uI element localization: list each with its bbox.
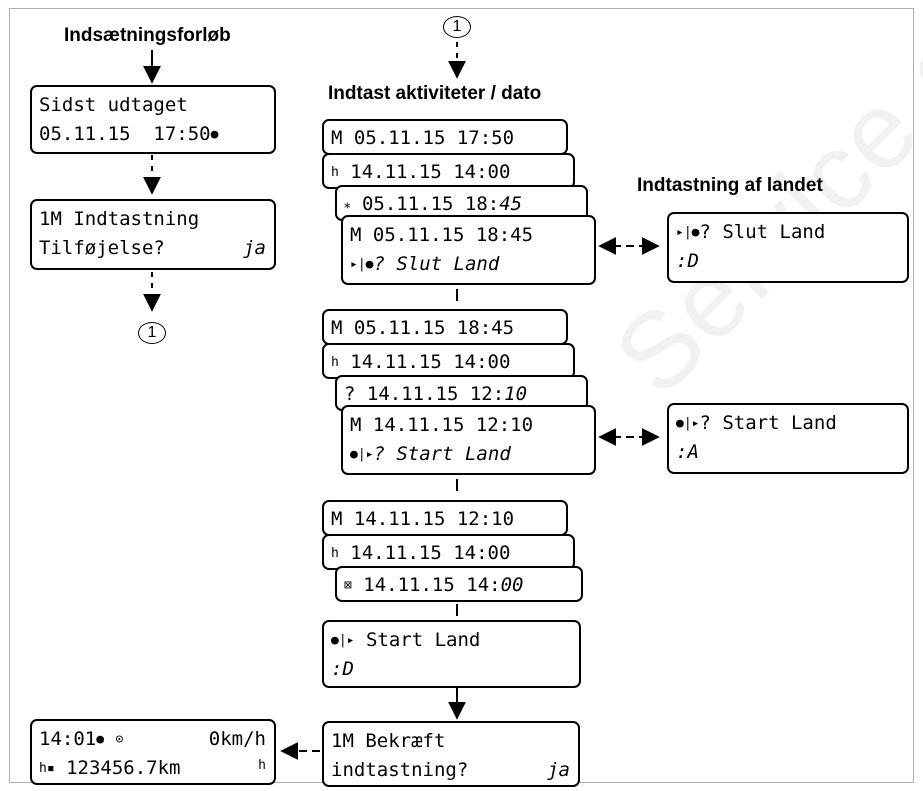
display-start-land-country: ●|▸? Start Land :A: [667, 403, 909, 474]
display-line: :D: [331, 658, 354, 680]
display-confirm-entry: 1M Bekræft indtastning? ja: [322, 721, 580, 787]
heading-indtast-aktiviteter: Indtast aktiviteter / dato: [328, 83, 542, 104]
display-line: 14:01● ⊙: [39, 730, 123, 749]
display-line: Sidst udtaget: [39, 94, 188, 116]
display-line: 05.11.15 17:50●: [39, 125, 218, 144]
display-line: ▸|●? Slut Land: [350, 255, 499, 274]
display-text: 14.11.15 14:00: [350, 351, 511, 373]
display-line: ⁎ 05.11.15 18:45: [344, 195, 522, 214]
start-country-icon: ●|▸: [676, 416, 700, 431]
display-line: ●|▸ Start Land: [331, 631, 480, 650]
display-text: ? 14.11.15 12:: [344, 383, 505, 405]
display-time: 14:01: [39, 728, 97, 750]
display-text: 05.11.15 17:50: [39, 123, 211, 145]
display-line: h▪ 123456.7km: [39, 759, 181, 778]
display-line: indtastning?: [331, 759, 469, 781]
start-country-icon: ●|▸: [331, 633, 355, 648]
display-line: 1M Indtastning: [39, 208, 200, 230]
display-odometer: 123456.7km: [66, 757, 181, 779]
heading-indtastning-af-landet: Indtastning af landet: [637, 175, 823, 196]
rest-icon: h: [331, 165, 339, 180]
work-icon: ⊠: [344, 578, 352, 593]
display-start-land: ●|▸ Start Land :D: [322, 620, 581, 688]
display-text: ? Slut Land: [699, 221, 826, 243]
display-line: 1M Bekræft: [331, 730, 446, 752]
display-activity-m: M 05.11.15 18:45: [322, 309, 568, 345]
display-editable-value: 10: [504, 383, 528, 405]
display-line: h 14.11.15 14:00: [331, 544, 510, 563]
display-indtastning: 1M Indtastning Tilføjelse? ja: [30, 199, 276, 270]
dot-icon: ●: [96, 732, 105, 747]
display-line: M 05.11.15 17:50: [331, 127, 515, 149]
display-slut-land: M 05.11.15 18:45 ▸|●? Slut Land: [341, 215, 596, 285]
display-line: ▸|●? Slut Land: [676, 223, 825, 242]
connector-ref-top: 1: [443, 16, 471, 38]
display-text: ? Start Land: [699, 412, 837, 434]
availability-icon: ⁎: [344, 197, 351, 212]
display-line: M 14.11.15 12:10: [350, 414, 534, 436]
display-activity-rest: h 14.11.15 14:00: [322, 153, 575, 189]
display-line: ? 14.11.15 12:10: [344, 385, 527, 404]
display-line: ⊠ 14.11.15 14:00: [344, 576, 523, 595]
display-line: ●|▸? Start Land: [676, 414, 837, 433]
card-icon: h▪: [39, 761, 55, 776]
display-line: :A: [676, 441, 699, 463]
display-start-land-query: M 14.11.15 12:10 ●|▸? Start Land: [341, 405, 596, 475]
start-country-icon: ●|▸: [350, 447, 374, 462]
display-activity-m: M 05.11.15 17:50: [322, 119, 568, 155]
end-country-icon: ▸|●: [676, 225, 700, 240]
display-line: :D: [676, 250, 699, 272]
display-speed: 0km/h: [208, 728, 266, 750]
heading-indsaetningsforloeb: Indsætningsforløb: [64, 25, 231, 46]
end-country-icon: ▸|●: [350, 257, 374, 272]
display-text: 14.11.15 14:00: [350, 161, 511, 183]
connector-ref-left: 1: [138, 322, 166, 344]
display-line: ●|▸? Start Land: [350, 445, 511, 464]
display-slut-land-country: ▸|●? Slut Land :D: [667, 212, 909, 283]
clock-icon: ⊙: [115, 732, 124, 747]
display-text: Start Land: [365, 629, 481, 651]
display-activity-work: ⊠ 14.11.15 14:00: [335, 566, 583, 602]
display-answer: ja: [547, 759, 570, 781]
rest-icon: h: [331, 355, 339, 370]
display-line: M 14.11.15 12:10: [331, 508, 515, 530]
display-editable-value: 00: [500, 574, 524, 596]
display-text: ? Start Land: [373, 443, 511, 465]
rest-icon: h: [331, 546, 339, 561]
display-line: h 14.11.15 14:00: [331, 163, 510, 182]
display-answer: ja: [243, 237, 266, 259]
display-text: 05.11.15 18:: [361, 193, 500, 215]
display-standard: 14:01● ⊙ 0km/h h▪ 123456.7km h: [30, 719, 276, 785]
display-activity-m: M 14.11.15 12:10: [322, 500, 568, 536]
dot-icon: ●: [210, 127, 219, 142]
display-sidst-udtaget: Sidst udtaget 05.11.15 17:50●: [30, 85, 276, 154]
display-text: ? Slut Land: [373, 253, 500, 275]
display-text: 14.11.15 14:00: [350, 542, 511, 564]
display-line: h 14.11.15 14:00: [331, 353, 510, 372]
display-activity-rest: h 14.11.15 14:00: [322, 343, 575, 379]
display-line: M 05.11.15 18:45: [331, 317, 515, 339]
display-editable-value: 45: [499, 193, 523, 215]
display-line: M 05.11.15 18:45: [350, 224, 534, 246]
rest-icon: h: [258, 758, 266, 773]
display-line: Tilføjelse?: [39, 237, 165, 259]
display-activity-rest: h 14.11.15 14:00: [322, 534, 575, 570]
display-text: 14.11.15 14:: [363, 574, 501, 596]
